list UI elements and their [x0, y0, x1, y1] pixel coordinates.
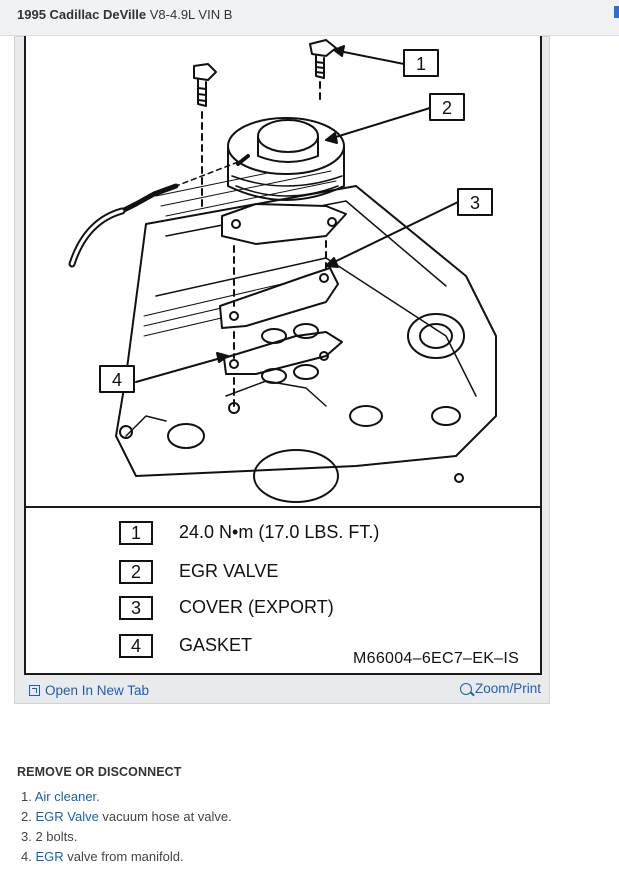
gasket-drawing [223, 323, 343, 414]
callout-label-3: 3 [470, 193, 480, 213]
step-text: vacuum hose at valve. [98, 809, 232, 824]
step-number: 4. [21, 849, 32, 864]
diagram-frame: 1 2 3 4 1 24.0 N•m (17.0 LBS. FT.) 2 EGR… [24, 36, 542, 675]
open-in-new-tab-link[interactable]: Open In New Tab [29, 683, 149, 698]
bolt-drawing [193, 39, 337, 207]
vehicle-name: 1995 Cadillac DeVille [17, 7, 147, 22]
legend-row-4: 4 GASKET [119, 633, 252, 659]
legend-divider [26, 506, 540, 508]
procedure-section: REMOVE OR DISCONNECT 1. Air cleaner. 2. … [17, 765, 597, 867]
figure-card: 1 2 3 4 1 24.0 N•m (17.0 LBS. FT.) 2 EGR… [14, 36, 550, 704]
list-item: 4. EGR valve from manifold. [21, 847, 597, 867]
engine-spec: V8-4.9L VIN B [149, 7, 233, 22]
step-link[interactable]: EGR [35, 849, 64, 864]
list-item: 1. Air cleaner. [21, 787, 597, 807]
step-text: 2 bolts. [35, 829, 78, 844]
legend-text: 24.0 N•m (17.0 LBS. FT.) [179, 522, 380, 542]
legend-number: 4 [119, 634, 153, 658]
figure-code: M66004–6EC7–EK–IS [353, 650, 520, 667]
callout-boxes [99, 49, 493, 393]
legend-row-1: 1 24.0 N•m (17.0 LBS. FT.) [119, 520, 379, 546]
vacuum-hose-drawing [68, 161, 239, 268]
legend-number: 1 [119, 521, 153, 545]
bookmark-icon[interactable] [614, 6, 619, 18]
step-number: 1. [21, 789, 32, 804]
open-in-new-tab-label: Open In New Tab [45, 683, 150, 698]
legend-number: 2 [119, 560, 153, 584]
list-item: 3. 2 bolts. [21, 827, 597, 847]
page-title: 1995 Cadillac DeVille V8-4.9L VIN B [17, 7, 232, 22]
step-link[interactable]: EGR Valve [35, 809, 99, 824]
legend-number: 3 [119, 596, 153, 620]
list-item: 2. EGR Valve vacuum hose at valve. [21, 807, 597, 827]
callout-label-4: 4 [112, 370, 122, 390]
step-number: 2. [21, 809, 32, 824]
callout-label-1: 1 [416, 54, 426, 74]
open-new-tab-icon [29, 685, 40, 696]
legend-row-3: 3 COVER (EXPORT) [119, 595, 334, 621]
step-link[interactable]: Air cleaner. [34, 789, 100, 804]
zoom-icon [459, 682, 472, 695]
zoom-print-label: Zoom/Print [474, 681, 541, 696]
cover-plate-drawing [219, 240, 339, 329]
egr-valve-diagram: 1 2 3 4 [68, 39, 497, 503]
header-bar: 1995 Cadillac DeVille V8-4.9L VIN B [0, 0, 619, 36]
step-number: 3. [21, 829, 32, 844]
procedure-heading: REMOVE OR DISCONNECT [17, 765, 182, 779]
figure-footer: Open In New Tab Zoom/Print [15, 677, 549, 703]
egr-valve-drawing [221, 117, 347, 245]
callout-label-2: 2 [442, 98, 452, 118]
procedure-steps: 1. Air cleaner. 2. EGR Valve vacuum hose… [17, 787, 597, 867]
legend-row-2: 2 EGR VALVE [119, 559, 278, 585]
callout-arrows [135, 45, 459, 383]
zoom-print-link[interactable]: Zoom/Print [459, 681, 541, 696]
legend-text: COVER (EXPORT) [179, 597, 334, 617]
legend-text: EGR VALVE [179, 561, 279, 581]
step-text: valve from manifold. [63, 849, 184, 864]
legend-text: GASKET [179, 635, 253, 655]
